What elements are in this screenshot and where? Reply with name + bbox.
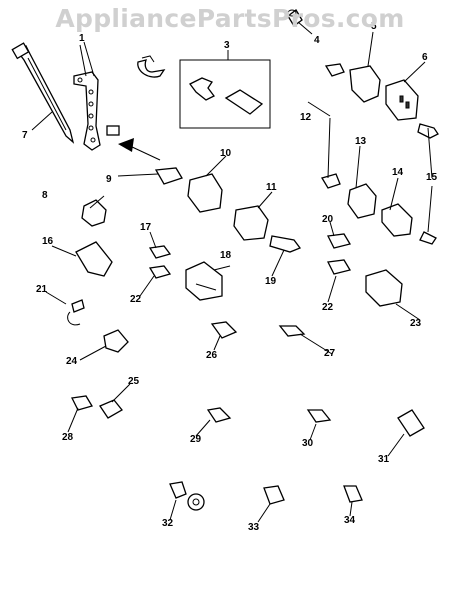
part-connector-10 <box>118 138 223 213</box>
callout-23: 23 <box>410 318 422 329</box>
part-terminal-20 <box>327 233 352 275</box>
part-terminal-29 <box>206 407 232 423</box>
callout-5: 5 <box>371 21 377 32</box>
callout-11: 11 <box>266 182 277 193</box>
callout-17: 17 <box>140 222 152 233</box>
part-terminal-33 <box>263 485 285 505</box>
callout-4: 4 <box>314 35 320 46</box>
part-terminal-28 <box>71 395 93 411</box>
callout-1: 1 <box>79 33 85 44</box>
callout-9: 9 <box>106 174 112 185</box>
callout-10: 10 <box>220 148 232 159</box>
callout-14: 14 <box>392 167 404 178</box>
callout-18: 18 <box>220 250 232 261</box>
part-connector-5 <box>324 63 381 103</box>
part-terminal-15 <box>417 123 439 245</box>
part-fuse-31 <box>397 409 425 437</box>
part-connector-14 <box>381 203 413 237</box>
part-terminal-30 <box>306 409 332 423</box>
part-housing-23 <box>365 269 403 307</box>
callout-labels: 1 3 4 5 6 7 8 9 10 11 12 13 14 15 16 17 … <box>22 21 438 533</box>
callout-31: 31 <box>378 454 390 465</box>
callout-22-right: 22 <box>322 302 334 313</box>
part-terminal-34 <box>343 485 363 503</box>
callout-34: 34 <box>344 515 356 526</box>
part-insulator-25 <box>99 399 123 419</box>
part-connector-13 <box>321 173 377 219</box>
part-terminal-19 <box>269 235 302 253</box>
callout-21: 21 <box>36 284 48 295</box>
callout-16: 16 <box>42 236 54 247</box>
part-cable-tie <box>11 42 75 144</box>
callout-15: 15 <box>426 172 438 183</box>
part-clamp <box>137 55 166 78</box>
callout-12: 12 <box>300 112 312 123</box>
callout-19: 19 <box>265 276 277 287</box>
part-ring-21 <box>67 299 85 326</box>
callout-25: 25 <box>128 376 140 387</box>
callout-33: 33 <box>248 522 260 533</box>
callout-24: 24 <box>66 356 78 367</box>
part-terminal-27 <box>278 325 306 337</box>
part-ring-terminal-32 <box>169 481 205 511</box>
part-clip-8 <box>81 199 107 227</box>
part-harness-strip <box>73 71 120 151</box>
callout-29: 29 <box>190 434 202 445</box>
part-connector-11 <box>233 205 269 241</box>
callout-26: 26 <box>206 350 218 361</box>
part-connector-6 <box>385 79 419 121</box>
callout-7: 7 <box>22 130 28 141</box>
part-clip-24 <box>103 329 129 353</box>
callout-8: 8 <box>42 190 48 201</box>
callout-28: 28 <box>62 432 74 443</box>
part-terminal-kit-box <box>179 59 271 129</box>
callout-22-left: 22 <box>130 294 142 305</box>
callout-32: 32 <box>162 518 174 529</box>
callout-30: 30 <box>302 438 314 449</box>
leader-lines <box>31 21 433 523</box>
callout-6: 6 <box>422 52 428 63</box>
part-housing-18 <box>185 261 223 301</box>
part-terminal-26 <box>210 321 238 339</box>
callout-27: 27 <box>324 348 336 359</box>
part-terminal-17 <box>148 245 172 279</box>
callout-20: 20 <box>322 214 334 225</box>
callout-3: 3 <box>224 40 230 51</box>
part-cover-16 <box>75 241 113 277</box>
callout-13: 13 <box>355 136 367 147</box>
